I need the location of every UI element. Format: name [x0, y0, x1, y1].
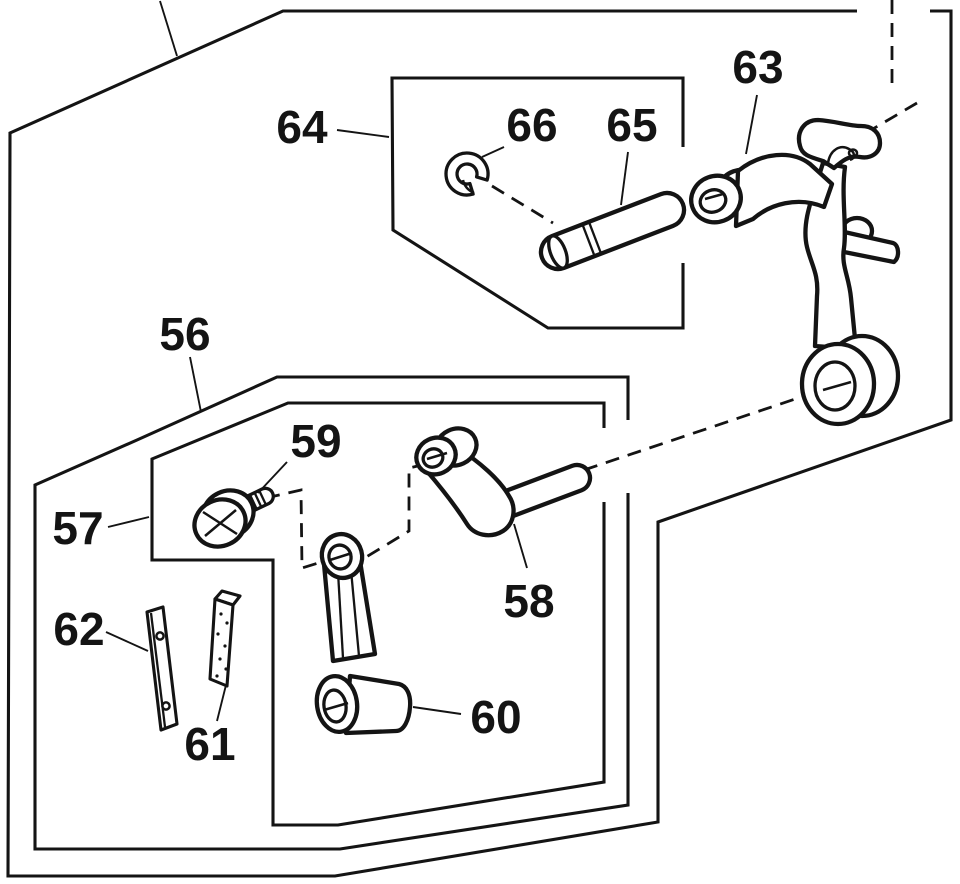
axis-crank58-to-link60 [357, 462, 427, 564]
leader-65 [620, 151, 629, 206]
link-boss-body [343, 673, 413, 736]
plate-hole-top [155, 631, 165, 641]
outer-border-path [6, 9, 953, 878]
pin-body [538, 190, 687, 272]
leader-57 [107, 516, 150, 528]
bar-dot [218, 657, 222, 661]
leader-56 [189, 356, 202, 413]
tick-crank-hole [426, 451, 448, 461]
screw-phillips-slot [204, 509, 237, 537]
cropped-callout-leader [159, 0, 178, 57]
callout-61: 61 [184, 718, 235, 770]
pin-groove [588, 221, 602, 254]
callout-64: 64 [276, 101, 328, 153]
part-62-plate [145, 605, 179, 732]
leader-61 [216, 684, 227, 722]
screw-thread [258, 490, 267, 505]
bar-dot [215, 674, 219, 678]
callout-63: 63 [732, 41, 783, 93]
box-57-path [150, 401, 606, 827]
callout-65: 65 [606, 99, 657, 151]
axis-screw59-to-link60 [265, 488, 332, 570]
tick-link-boss-hole [323, 701, 349, 712]
part-60-connecting-link [314, 531, 413, 736]
callout-56: 56 [159, 308, 210, 360]
callout-57: 57 [52, 502, 103, 554]
bar-dot [224, 667, 228, 671]
group-box-57 [150, 401, 606, 827]
leader-58 [513, 523, 528, 569]
part-61-square-bar [208, 589, 242, 688]
link-rib [349, 569, 361, 657]
axis-crank58-to-lever63 [583, 390, 817, 472]
tick-lever-eye-hole [822, 380, 852, 392]
callout-59: 59 [290, 415, 341, 467]
callout-66: 66 [506, 99, 557, 151]
callout-60: 60 [470, 691, 521, 743]
box-56-path [33, 375, 630, 851]
part-65-pin [538, 190, 687, 272]
outer-border [6, 0, 953, 878]
plate-hole-bottom [161, 701, 171, 711]
crank-pin [501, 462, 593, 519]
bar-front-face [208, 597, 235, 688]
tick-link-top-eye [329, 551, 353, 562]
axis-ering66-to-pin65 [491, 184, 554, 225]
lever-arm [733, 152, 835, 229]
part-66-e-ring [444, 151, 490, 197]
part-63-lever-assembly [689, 117, 901, 427]
box-64-path [390, 76, 685, 330]
leader-64 [336, 129, 390, 138]
detail-box-64 [390, 76, 685, 330]
bar-dot [219, 612, 223, 616]
screw-thread [253, 492, 263, 508]
pin-end-face [547, 234, 569, 270]
e-ring-inner-curl [461, 179, 475, 195]
e-ring-body [444, 151, 490, 197]
lever-head-hole [847, 148, 859, 158]
bar-dot [225, 621, 229, 625]
leader-63 [745, 94, 758, 155]
callout-leaders [105, 94, 758, 722]
hole-axis-ticks [323, 192, 852, 712]
part-59-screw [192, 486, 275, 549]
leader-66 [481, 146, 505, 158]
bar-dot [223, 644, 227, 648]
callout-numbers: 56 57 58 59 60 61 62 63 64 65 66 [52, 41, 783, 770]
callout-62: 62 [53, 603, 104, 655]
leader-62 [105, 631, 149, 652]
part-58-crank [414, 426, 593, 538]
link-rib [336, 571, 345, 659]
leader-59 [257, 461, 288, 494]
pin-groove [581, 224, 596, 257]
tick-lever-boss-hole [704, 192, 724, 201]
leader-60 [412, 706, 462, 715]
group-box-56 [33, 375, 630, 851]
callout-58: 58 [503, 575, 554, 627]
lever-head [796, 117, 883, 171]
bar-dot [216, 632, 220, 636]
